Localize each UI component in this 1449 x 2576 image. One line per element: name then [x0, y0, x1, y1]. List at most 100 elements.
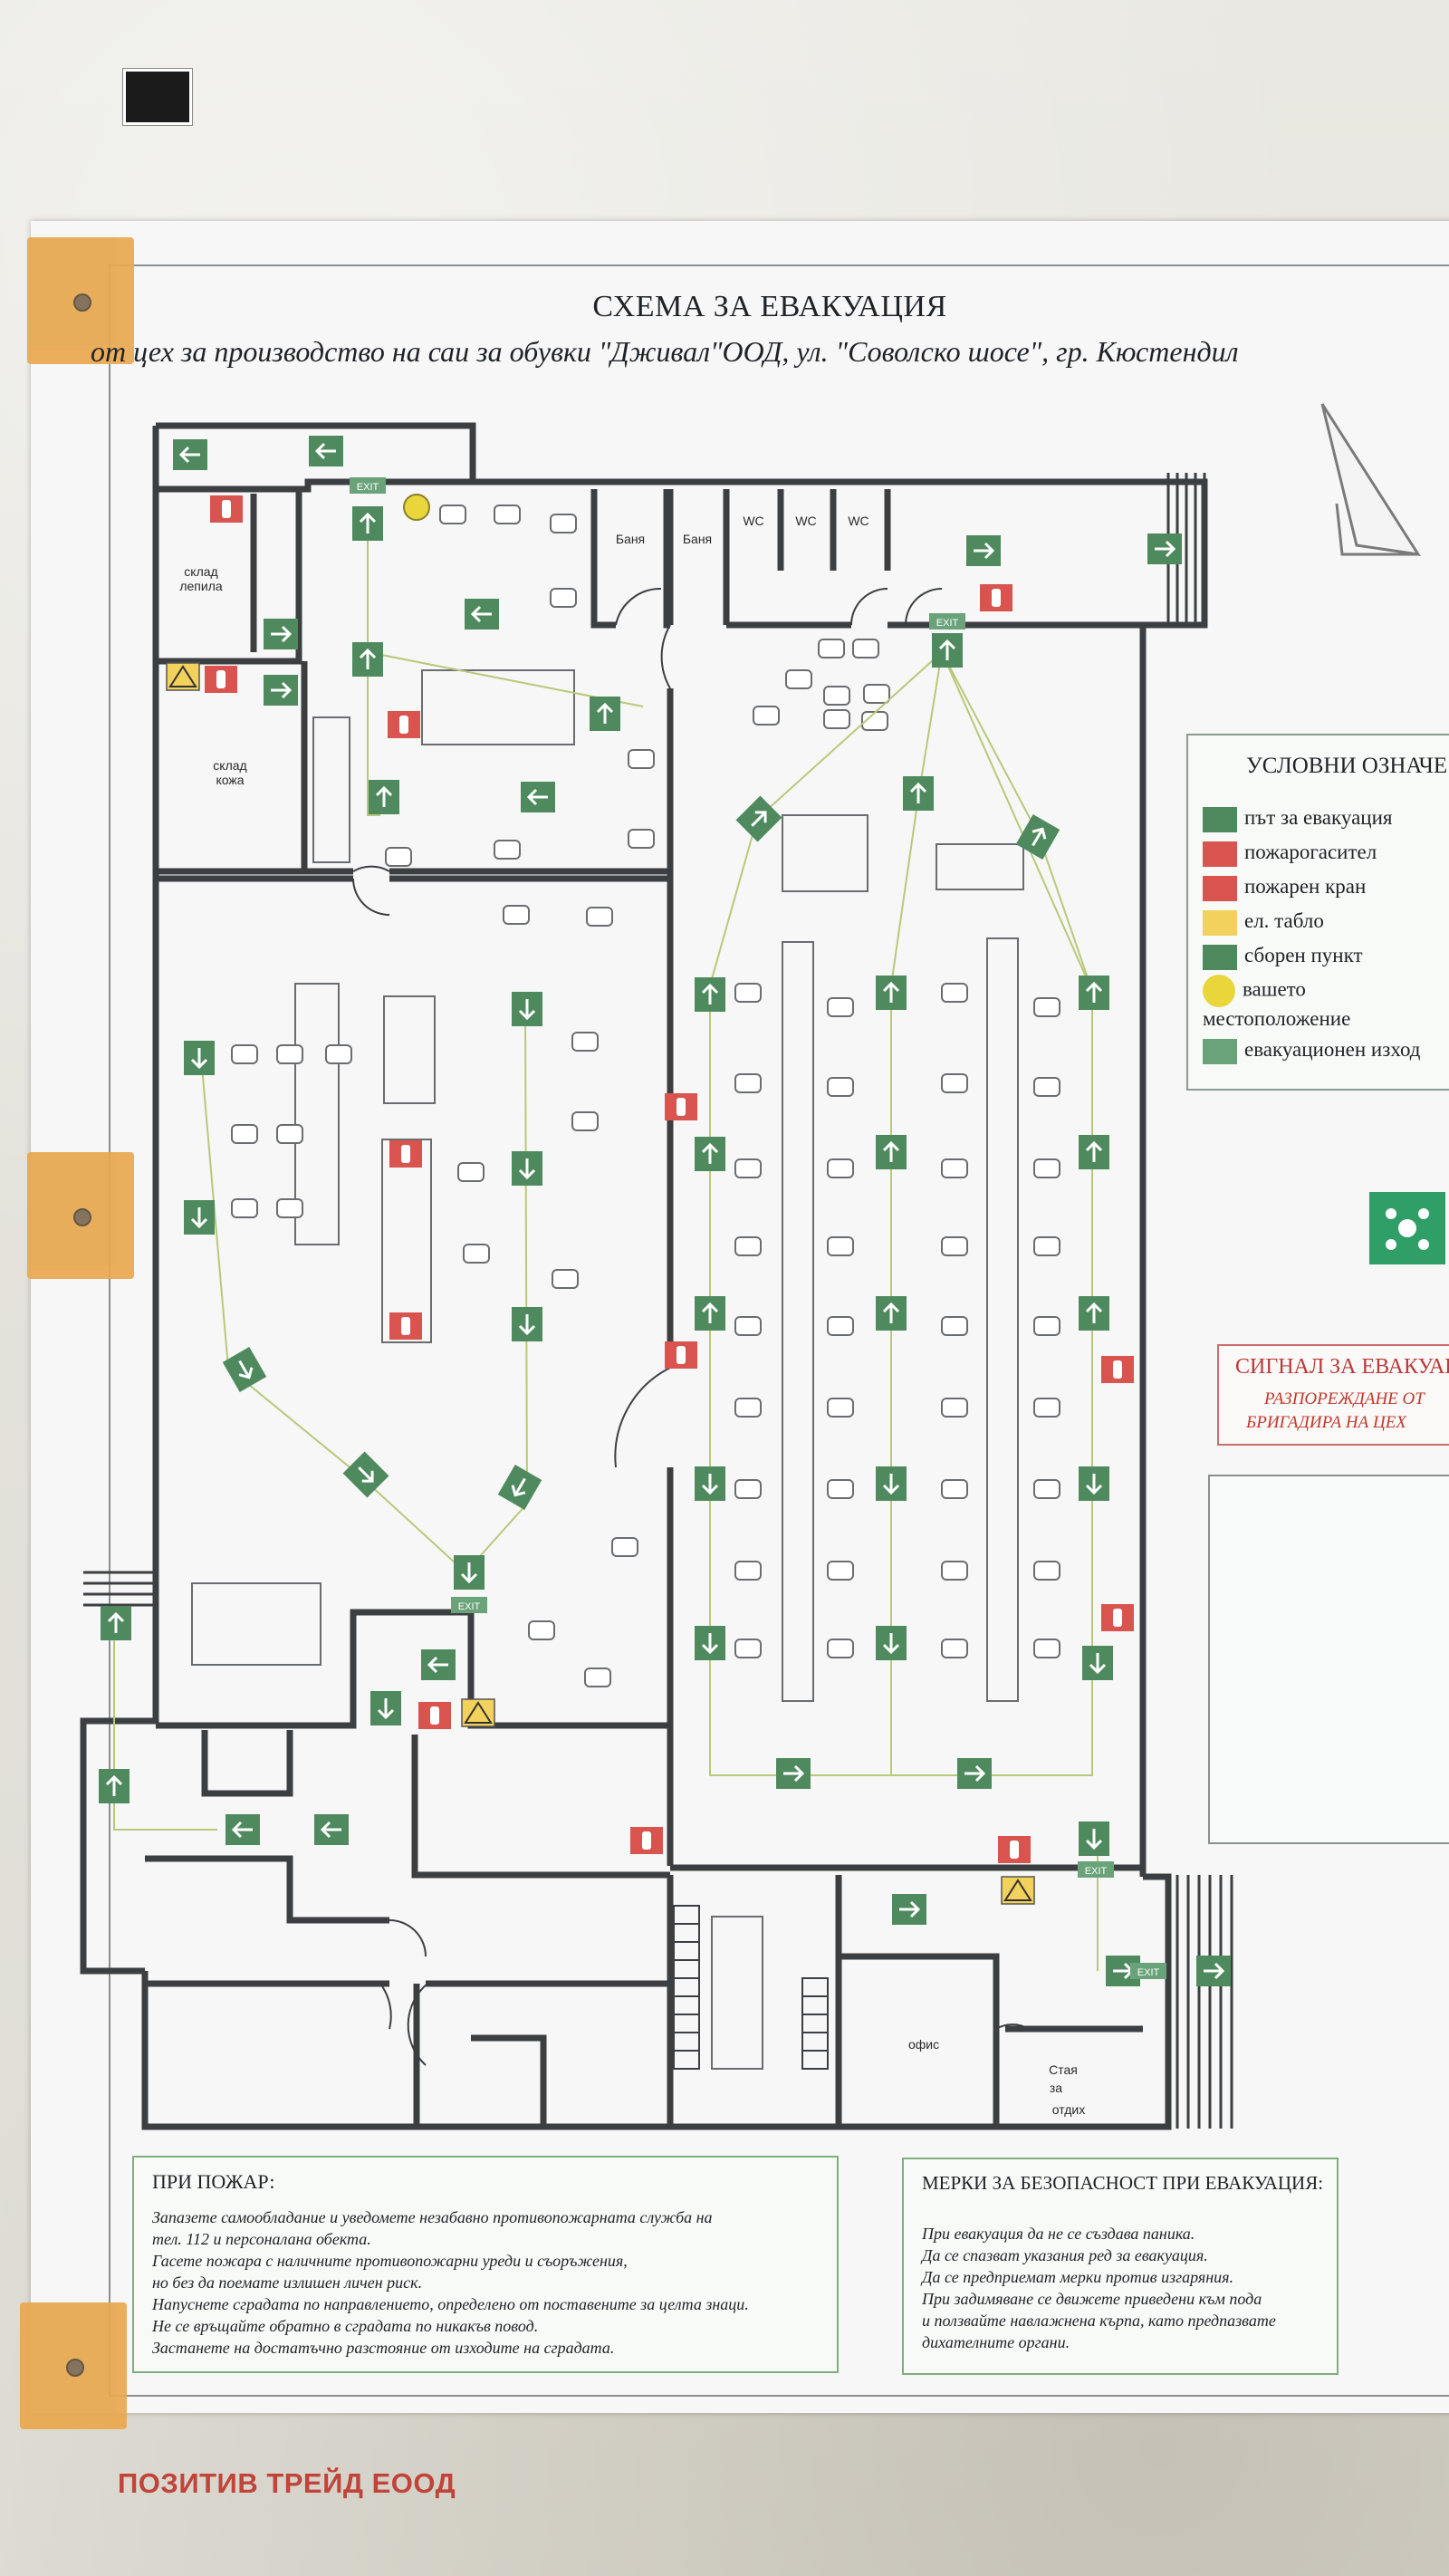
stairs-bottom-right — [1176, 1875, 1233, 2129]
room-label-ofis: офис — [908, 2037, 939, 2052]
tape-top-left — [27, 237, 134, 364]
fire-extinguisher-icon — [998, 1836, 1031, 1863]
safety-measure-line: При евакуация да не се създава паника. — [922, 2225, 1195, 2243]
exit-sign-icon: EXIT — [1130, 1963, 1166, 1979]
evacuation-arrow-icon — [695, 1296, 725, 1331]
evacuation-arrow-icon — [1079, 1135, 1109, 1169]
pin-icon — [73, 1208, 91, 1226]
safety-measure-line: дихателните органи. — [922, 2333, 1070, 2351]
legend-label: пожарен кран — [1244, 875, 1367, 898]
evacuation-arrow-icon — [1147, 533, 1182, 564]
svg-text:EXIT: EXIT — [458, 1601, 481, 1612]
fire-instruction-line: Запазете самообладание и уведомете незаб… — [152, 2208, 713, 2226]
evacuation-arrow-icon — [1079, 1466, 1109, 1501]
legend-label: ел. табло — [1244, 909, 1324, 932]
evacuation-arrow-icon — [876, 1626, 907, 1660]
svg-text:EXIT: EXIT — [1137, 1967, 1160, 1978]
room-label-za: за — [1050, 2081, 1062, 2095]
svg-text:EXIT: EXIT — [1085, 1866, 1108, 1877]
door-swings — [352, 587, 1030, 2066]
evacuation-arrow-icon — [1079, 976, 1109, 1010]
evacuation-arrow-icon — [695, 1137, 725, 1171]
poster-title: СХЕМА ЗА ЕВАКУАЦИЯ — [592, 290, 947, 323]
evacuation-arrow-icon — [695, 1466, 725, 1501]
wall-segment — [156, 478, 1208, 1877]
legend-label: сборен пункт — [1244, 944, 1363, 966]
evacuation-arrow-icon — [876, 1466, 907, 1501]
evacuation-arrow-icon — [264, 619, 298, 649]
evacuation-arrow-icon — [497, 1465, 542, 1510]
fire-extinguisher-icon — [665, 1341, 697, 1369]
evacuation-arrow-icon — [370, 1691, 401, 1725]
evacuation-arrow-icon — [352, 506, 383, 541]
fire-extinguisher-icon — [418, 1702, 451, 1729]
stairs-left — [83, 1571, 156, 1607]
safety-measures-box: МЕРКИ ЗА БЕЗОПАСНОСТ ПРИ ЕВАКУАЦИЯ: При … — [902, 2158, 1339, 2375]
fire-instruction-line: Не се връщайте обратно в сградата по ник… — [152, 2317, 539, 2335]
room-label-sklad-koja-2: кожа — [216, 773, 244, 787]
room-label-otdih: отдих — [1052, 2102, 1085, 2117]
wall-segment — [156, 1609, 670, 1729]
room-label-wc-2: WC — [795, 514, 816, 528]
fire-extinguisher-icon — [1101, 1356, 1134, 1383]
evacuation-arrow-icon — [932, 633, 963, 668]
stairs-center — [673, 1905, 829, 2070]
you-are-here-icon — [1203, 975, 1235, 1007]
wall-segment — [411, 1735, 670, 1879]
evacuation-arrows — [99, 436, 1231, 1986]
fire-extinguisher-icon — [205, 666, 237, 693]
fire-instructions-heading: ПРИ ПОЖАР: — [152, 2170, 275, 2193]
evacuation-arrow-icon — [512, 1151, 542, 1186]
legend-label: евакуационен изход — [1244, 1038, 1421, 1061]
evacuation-arrow-icon — [1079, 1821, 1109, 1856]
legend-label: път за евакуация — [1244, 806, 1393, 829]
evacuation-arrow-icon — [101, 1606, 131, 1640]
legend-item-extinguisher: пожарогасител — [1203, 841, 1377, 867]
evacuation-arrow-icon — [903, 776, 934, 811]
evacuation-arrow-icon — [1196, 1956, 1231, 1986]
fire-instruction-line: Гасете пожара с наличните противопожарни… — [152, 2252, 628, 2270]
fire-instruction-line: но без да поемате излишен личен риск. — [152, 2273, 423, 2292]
electrical-warning-icon — [1203, 909, 1237, 936]
fire-hose-icon — [1203, 875, 1237, 901]
fire-instruction-line: тел. 112 и персоналана обекта. — [152, 2230, 371, 2248]
evacuation-signal-box: СИГНАЛ ЗА ЕВАКУАЦ РАЗПОРЕЖДАНЕ ОТ БРИГАД… — [1217, 1344, 1449, 1446]
evacuation-arrow-icon — [512, 992, 542, 1026]
legend-item-panel: ел. табло — [1203, 909, 1324, 936]
evacuation-arrow-icon — [590, 697, 620, 731]
wall-segment — [156, 489, 302, 665]
evacuation-arrow-icon — [421, 1649, 456, 1680]
exit-sign-icon: EXIT — [350, 477, 386, 494]
wall-segment — [201, 1730, 293, 1797]
safety-measure-line: и ползвайте навлажнена кърпа, като предп… — [922, 2312, 1276, 2330]
production-tables — [191, 669, 1024, 2070]
pin-icon — [73, 293, 91, 312]
electrical-warning-icon — [166, 662, 1035, 1905]
evacuation-arrow-icon — [222, 1347, 267, 1392]
legend-item-route: път за евакуация — [1203, 806, 1392, 832]
room-label-sklad-koja: склад — [213, 758, 246, 773]
exit-sign-icon — [1203, 1038, 1237, 1064]
tape-middle-left — [27, 1152, 134, 1279]
evacuation-arrow-icon — [695, 977, 725, 1012]
evacuation-arrow-icon — [957, 1758, 992, 1789]
fire-extinguisher-icon — [389, 1140, 422, 1168]
north-arrow-icon — [1320, 403, 1422, 556]
evacuation-arrow-icon — [1015, 814, 1060, 860]
poster-subtitle: от цех за производство на саи за обувки … — [91, 335, 1239, 368]
poster-frame — [109, 264, 1449, 2397]
room-label-sklad-lepila-2: лепила — [179, 579, 223, 593]
legend-item-assembly: сборен пункт — [1203, 944, 1363, 970]
evacuation-arrow-icon — [512, 1307, 542, 1341]
wall-segment — [471, 2034, 547, 2127]
evacuation-arrow-icon — [454, 1555, 485, 1590]
signal-line-1: РАЗПОРЕЖДАНЕ ОТ — [1264, 1389, 1425, 1408]
evacuation-arrow-icon — [735, 795, 782, 842]
fire-extinguisher-icon — [630, 1827, 663, 1854]
safety-measure-line: При задимяване се движете приведени към … — [922, 2290, 1262, 2308]
wall-segment — [80, 489, 159, 1975]
evacuation-arrow-icon — [173, 439, 207, 470]
wall-segment — [590, 489, 616, 629]
